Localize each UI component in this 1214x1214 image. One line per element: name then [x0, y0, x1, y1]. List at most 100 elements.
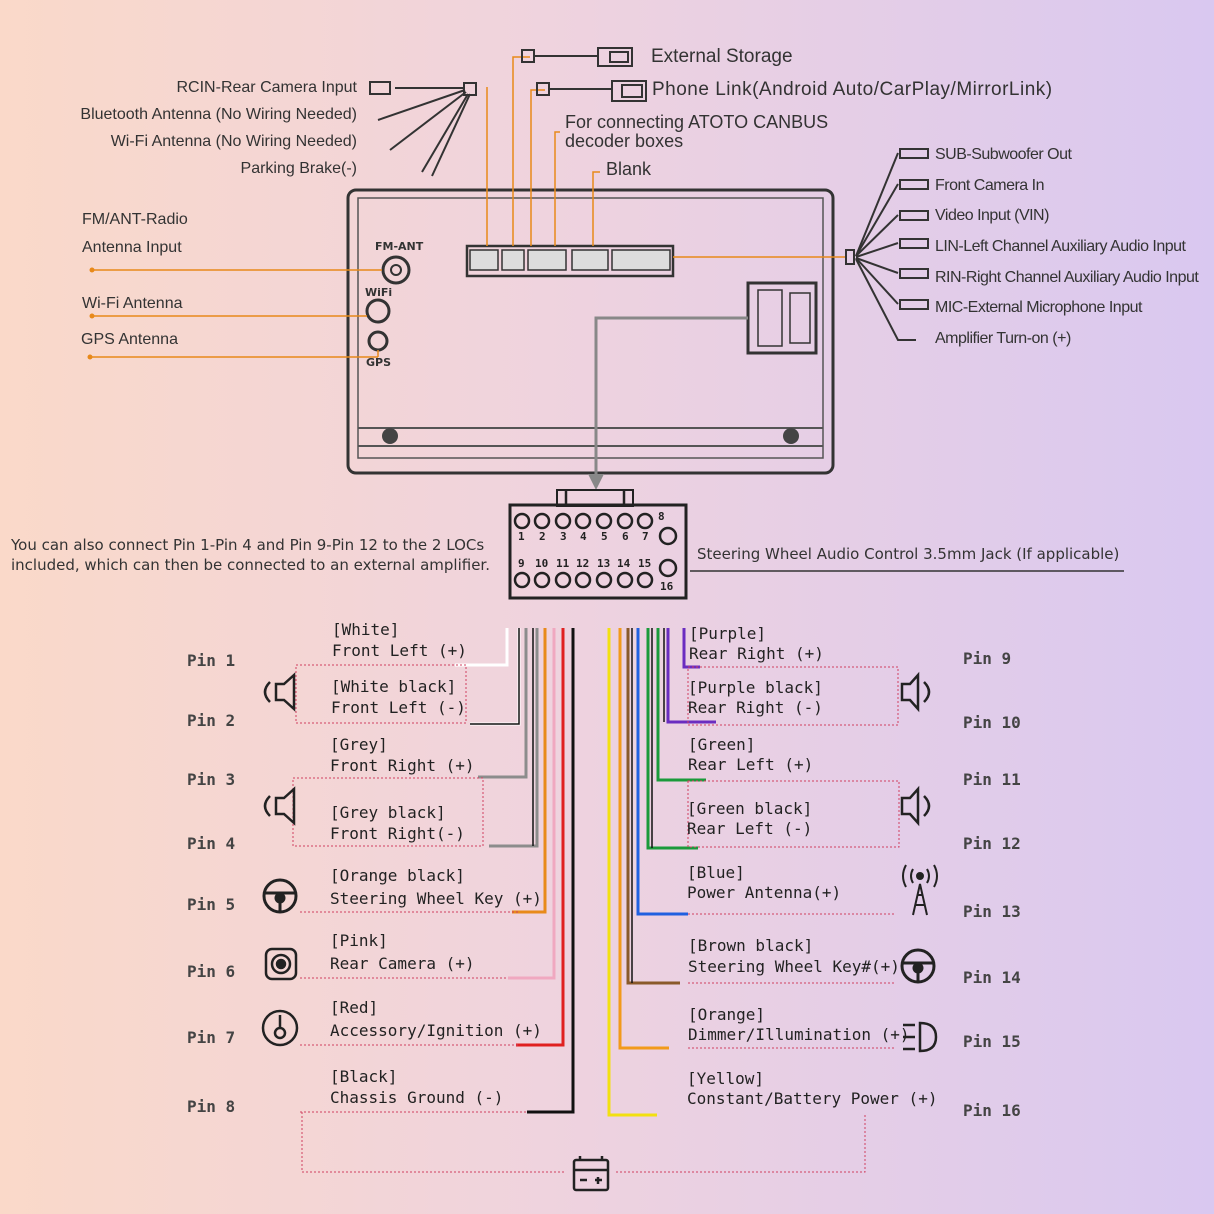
front-camera-label: Front Camera In	[935, 177, 1044, 194]
pin-16-function: Constant/Battery Power (+)	[687, 1089, 938, 1108]
pin-12-color: [Green black]	[687, 799, 813, 818]
pin-num-12: 12	[576, 557, 590, 570]
pin-2-label: Pin 2	[187, 711, 236, 730]
wifi-antenna-label: Wi-Fi Antenna	[82, 295, 183, 312]
rear-connector-block	[465, 244, 675, 278]
pin-6-function: Rear Camera (+)	[330, 954, 475, 973]
pin-9-function: Rear Right (+)	[689, 644, 824, 663]
pin-1-function: Front Left (+)	[332, 641, 467, 660]
pin-14-function: Steering Wheel Key#(+)	[688, 957, 900, 976]
speaker-icon-right-rear	[900, 671, 931, 713]
wifi-antenna-harness-label: Wi-Fi Antenna (No Wiring Needed)	[110, 133, 357, 150]
steering-wheel-icon-left	[262, 878, 298, 914]
pin-14-color: [Brown black]	[688, 936, 814, 955]
fm-radio-label-line1: FM/ANT-Radio	[82, 211, 188, 228]
pin-12-label: Pin 12	[963, 834, 1021, 853]
pin-3-label: Pin 3	[187, 770, 236, 789]
pin-12-function: Rear Left (-)	[687, 819, 813, 838]
steering-jack-label: Steering Wheel Audio Control 3.5mm Jack …	[697, 545, 1120, 563]
phone-link-label: Phone Link(Android Auto/CarPlay/MirrorLi…	[652, 79, 1053, 100]
amp-turn-on-label: Amplifier Turn-on (+)	[935, 330, 1071, 347]
pin-num-3: 3	[560, 530, 567, 543]
pin-num-11: 11	[556, 557, 570, 570]
ignition-key-icon	[261, 1009, 299, 1047]
pin-6-color: [Pink]	[330, 931, 388, 950]
pin-num-1: 1	[518, 530, 525, 543]
power-antenna-icon	[902, 864, 938, 916]
pin-8-label: Pin 8	[187, 1097, 236, 1116]
lin-audio-label: LIN-Left Channel Auxiliary Audio Input	[935, 238, 1186, 255]
mic-input-label: MIC-External Microphone Input	[935, 299, 1142, 316]
pin-num-14: 14	[617, 557, 631, 570]
canbus-label-line2: decoder boxes	[565, 131, 684, 151]
loc-note-line2: included, which can then be connected to…	[11, 556, 490, 574]
pin-11-function: Rear Left (+)	[688, 755, 814, 774]
pin-7-function: Accessory/Ignition (+)	[330, 1021, 542, 1040]
pin-5-color: [Orange black]	[330, 866, 465, 885]
pin-11-label: Pin 11	[963, 770, 1021, 789]
pin-num-7: 7	[642, 530, 649, 543]
pin-2-function: Front Left (-)	[331, 698, 466, 717]
wifi-socket	[365, 298, 391, 324]
pin-15-label: Pin 15	[963, 1032, 1021, 1051]
pin-4-function: Front Right(-)	[330, 824, 465, 843]
bluetooth-antenna-label: Bluetooth Antenna (No Wiring Needed)	[80, 106, 357, 123]
rcin-plug	[369, 81, 477, 96]
pin-6-label: Pin 6	[187, 962, 236, 981]
pin-7-label: Pin 7	[187, 1028, 236, 1047]
rin-audio-label: RIN-Right Channel Auxiliary Audio Input	[935, 269, 1199, 286]
blank-label: Blank	[606, 159, 652, 179]
external-storage-label: External Storage	[651, 46, 793, 67]
fm-radio-label-line2: Antenna Input	[82, 239, 182, 256]
canbus-label-line1: For connecting ATOTO CANBUS	[565, 112, 829, 132]
pin-4-color: [Grey black]	[330, 803, 446, 822]
pin-15-color: [Orange]	[688, 1005, 766, 1024]
pin-1-label: Pin 1	[187, 651, 236, 670]
head-unit-body	[346, 188, 835, 475]
pin-num-13: 13	[597, 557, 611, 570]
pin-11-color: [Green]	[688, 735, 756, 754]
pin-16-color: [Yellow]	[687, 1069, 765, 1088]
pin-4-label: Pin 4	[187, 834, 236, 853]
gps-unit-label: GPS	[366, 356, 392, 369]
pin-13-color: [Blue]	[687, 863, 745, 882]
pin-num-10: 10	[535, 557, 549, 570]
camera-icon	[264, 947, 298, 981]
pin-5-label: Pin 5	[187, 895, 236, 914]
pin-num-5: 5	[601, 530, 608, 543]
pin-13-function: Power Antenna(+)	[687, 883, 842, 902]
iso-16pin-connector	[508, 489, 688, 600]
speaker-icon-left-rear	[263, 786, 296, 826]
parking-brake-label: Parking Brake(-)	[240, 160, 357, 177]
wifi-unit-label: WiFi	[365, 286, 393, 299]
pin-10-function: Rear Right (-)	[688, 698, 823, 717]
pin-2-color: [White black]	[331, 677, 457, 696]
battery-icon	[572, 1156, 610, 1192]
sub-out-label: SUB-Subwoofer Out	[935, 146, 1072, 163]
pin-10-label: Pin 10	[963, 713, 1021, 732]
pin-13-label: Pin 13	[963, 902, 1021, 921]
pin-15-function: Dimmer/Illumination (+)	[688, 1025, 910, 1044]
headlight-dimmer-icon	[903, 1021, 938, 1053]
pin-10-color: [Purple black]	[688, 678, 823, 697]
steering-wheel-icon-right	[900, 948, 936, 984]
pin-num-9: 9	[518, 557, 525, 570]
fm-ant-unit-label: FM-ANT	[375, 240, 424, 253]
pin-3-function: Front Right (+)	[330, 756, 475, 775]
pin-8-function: Chassis Ground (-)	[330, 1088, 504, 1107]
pin-7-color: [Red]	[330, 998, 379, 1017]
pin-14-label: Pin 14	[963, 968, 1021, 987]
speaker-icon-right-front	[900, 785, 931, 827]
gps-antenna-label: GPS Antenna	[81, 331, 178, 348]
pin-16-label: Pin 16	[963, 1101, 1021, 1120]
rcin-label: RCIN-Rear Camera Input	[176, 79, 358, 96]
pin-3-color: [Grey]	[330, 735, 388, 754]
pin-num-6: 6	[622, 530, 629, 543]
iso-arrow-line	[594, 316, 748, 478]
pin-num-8: 8	[658, 510, 665, 523]
pin-num-16: 16	[660, 580, 674, 593]
pin-num-2: 2	[539, 530, 546, 543]
gps-socket	[367, 330, 389, 352]
video-input-label: Video Input (VIN)	[935, 207, 1049, 224]
